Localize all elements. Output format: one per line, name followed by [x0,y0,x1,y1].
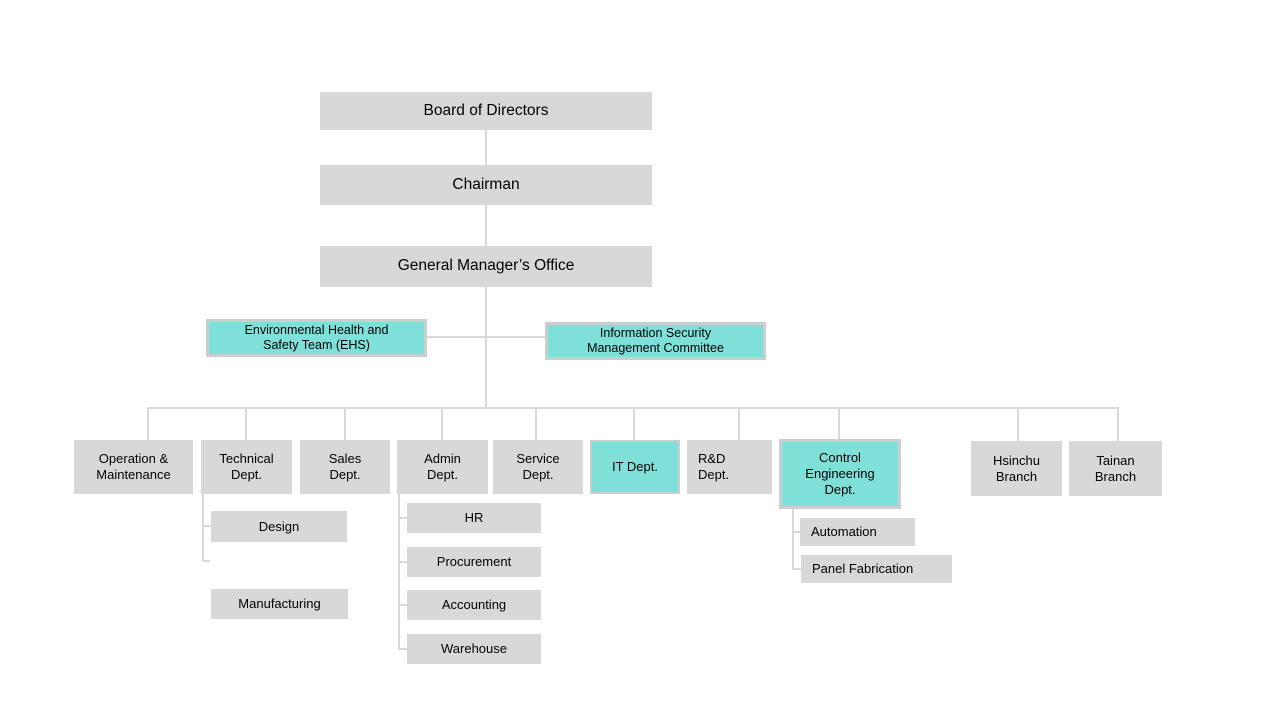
connector-tick-design [202,525,212,527]
connector-drop-operation-maintenance [147,407,149,440]
node-ehs-team: Environmental Health and Safety Team (EH… [206,319,427,357]
connector-drop-hsinchu [1017,407,1019,441]
connector-chairman-gm [485,205,487,246]
node-service-dept: Service Dept. [493,440,583,494]
connector-tick-automation [792,531,801,533]
connector-drop-control-engineering [838,407,840,440]
node-operation-maintenance: Operation & Maintenance [74,440,193,494]
connector-drop-sales [344,407,346,440]
node-it-dept: IT Dept. [590,440,680,494]
node-accounting: Accounting [407,590,541,620]
connector-gm-bus [485,287,487,408]
node-board-of-directors: Board of Directors [320,92,652,130]
connector-committees-horizontal [426,336,547,338]
connector-tick-warehouse [398,648,407,650]
node-rnd-dept: R&D Dept. [687,440,772,494]
node-general-managers-office: General Manager’s Office [320,246,652,287]
connector-technical-bracket [202,494,204,562]
connector-drop-service [535,407,537,440]
node-control-engineering-dept: Control Engineering Dept. [779,439,901,509]
connector-tick-accounting [398,604,407,606]
node-automation: Automation [800,518,915,546]
connector-board-chairman [485,130,487,165]
connector-drop-tainan [1117,407,1119,441]
connector-control-bracket [792,508,794,570]
node-panel-fabrication: Panel Fabrication [801,555,952,583]
connector-admin-bracket [398,494,400,650]
node-sales-dept: Sales Dept. [300,440,390,494]
node-infosec-committee: Information Security Management Committe… [545,322,766,360]
node-manufacturing: Manufacturing [211,589,348,619]
connector-drop-technical [245,407,247,440]
node-tainan-branch: Tainan Branch [1069,441,1162,496]
connector-drop-admin [441,407,443,440]
connector-tick-technical-end [202,560,210,562]
node-chairman: Chairman [320,165,652,205]
connector-tick-procurement [398,561,407,563]
node-design: Design [211,511,347,542]
connector-drop-rnd [738,407,740,440]
node-admin-dept: Admin Dept. [397,440,488,494]
connector-tick-panel-fabrication [792,568,801,570]
node-hsinchu-branch: Hsinchu Branch [971,441,1062,496]
node-hr: HR [407,503,541,533]
connector-tick-hr [398,517,407,519]
node-warehouse: Warehouse [407,634,541,664]
node-technical-dept: Technical Dept. [201,440,292,494]
node-procurement: Procurement [407,547,541,577]
connector-drop-it [633,407,635,440]
